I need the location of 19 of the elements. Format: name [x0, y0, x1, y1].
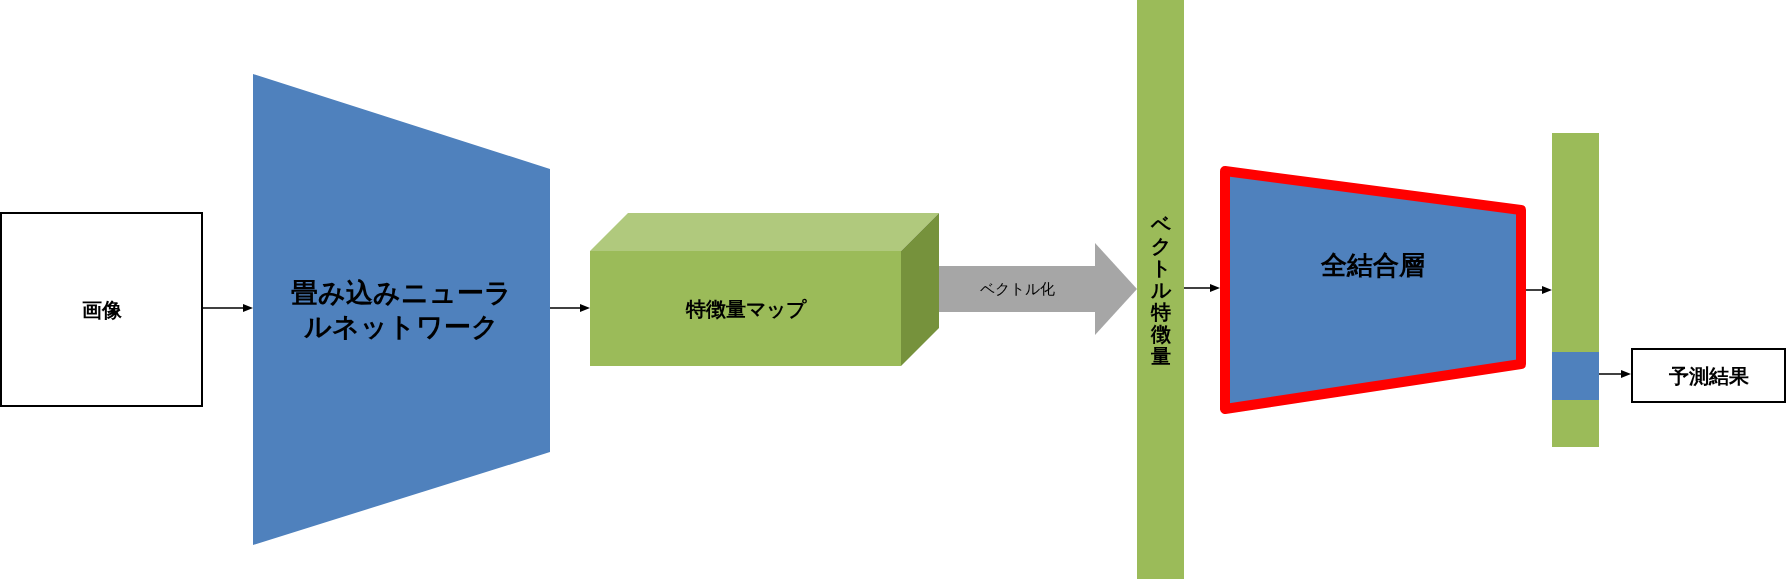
process-box	[1631, 348, 1786, 403]
vector-bar	[1137, 0, 1184, 579]
arrow	[202, 304, 253, 312]
arrow	[1598, 370, 1631, 378]
output-segment	[1552, 352, 1599, 400]
node-label: ベクトル特徴量	[1150, 212, 1171, 367]
network-trapezoid	[253, 74, 550, 545]
process-box	[0, 212, 203, 407]
node-label: 全結合層	[1321, 249, 1425, 280]
node-label: 予測結果	[1668, 362, 1749, 390]
fully-connected-trapezoid	[1220, 166, 1526, 414]
node-label: 畳み込みニューラルネットワーク	[291, 276, 512, 342]
arrow	[1525, 286, 1552, 294]
arrow	[1183, 284, 1220, 292]
node-label: 特徴量マップ	[685, 295, 806, 323]
output-bar	[1552, 133, 1599, 447]
arrow	[549, 304, 590, 312]
node-label: 画像	[81, 296, 122, 324]
block-arrow	[939, 243, 1137, 335]
